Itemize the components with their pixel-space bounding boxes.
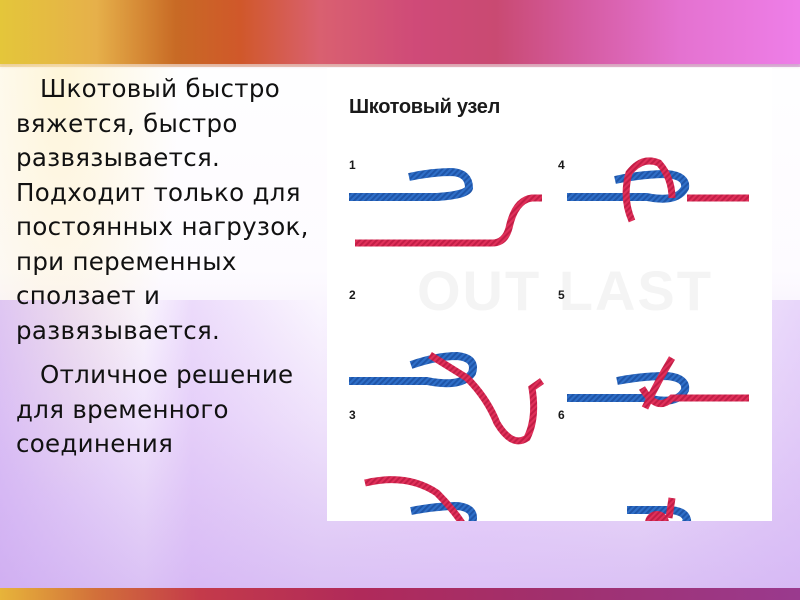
step-1-ropes [349, 167, 542, 247]
paragraph-conclusion: Отличное решение для временного соединен… [16, 360, 294, 458]
step-4-ropes [567, 157, 749, 223]
step-number-6: 6 [558, 408, 565, 422]
decorative-top-band [0, 0, 800, 67]
slide-text: Шкотовый быстро вяжется, быстро развязыв… [16, 72, 316, 462]
knot-diagram-image: OUT LAST Шкотовый узел 1 2 3 4 5 6 [327, 68, 772, 521]
paragraph-description: Шкотовый быстро вяжется, быстро развязыв… [16, 74, 309, 345]
step-number-3: 3 [349, 408, 356, 422]
watermark: OUT LAST [417, 259, 713, 322]
step-number-1: 1 [349, 158, 356, 172]
step-number-5: 5 [558, 288, 565, 302]
step-5-ropes [567, 356, 749, 410]
decorative-bottom-band [0, 588, 800, 600]
step-2-ropes [349, 351, 545, 445]
step-number-4: 4 [558, 158, 565, 172]
step-number-2: 2 [349, 288, 356, 302]
step-3-ropes [364, 476, 477, 521]
rope-illustrations [349, 157, 749, 521]
step-6-ropes [627, 497, 692, 521]
figure-title: Шкотовый узел [349, 96, 501, 118]
